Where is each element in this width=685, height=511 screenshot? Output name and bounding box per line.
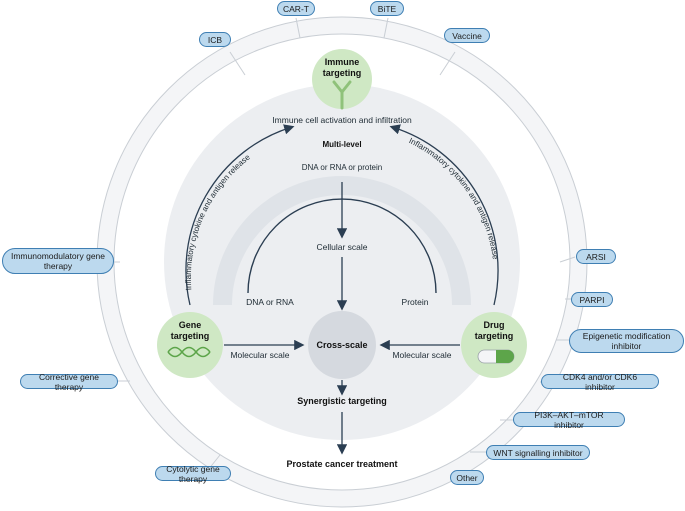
pill-arsi: ARSI bbox=[576, 249, 616, 264]
molecular-scale-right-label: Molecular scale bbox=[392, 350, 452, 360]
immune-node bbox=[312, 49, 372, 109]
pill-corrective: Corrective gene therapy bbox=[20, 372, 118, 392]
arrow-left-curve bbox=[185, 124, 295, 306]
pill-icb: ICB bbox=[199, 32, 231, 47]
pill-parpi: PARPI bbox=[571, 292, 613, 307]
dna-icon bbox=[167, 346, 211, 358]
dna-or-rna-label: DNA or RNA bbox=[246, 297, 294, 307]
pill-car-t: CAR-T bbox=[277, 1, 315, 16]
pill-bite: BiTE bbox=[370, 1, 404, 16]
gene-node bbox=[157, 312, 223, 378]
gene-targeting-title: Gene targeting bbox=[170, 320, 210, 341]
cellular-scale-label: Cellular scale bbox=[316, 242, 368, 252]
pill-epigenetic: Epigenetic modification inhibitor bbox=[569, 329, 684, 353]
multi-level-label: Multi-level bbox=[322, 140, 362, 149]
treatment-label: Prostate cancer treatment bbox=[286, 459, 398, 469]
pill-cdk: CDK4 and/or CDK6 inhibitor bbox=[541, 372, 659, 392]
pill-vaccine: Vaccine bbox=[444, 28, 490, 43]
cross-scale-disc bbox=[308, 311, 376, 379]
multi-level-band bbox=[213, 176, 471, 305]
pill-capsule-icon bbox=[477, 349, 515, 364]
immune-targeting-title: Immune targeting bbox=[322, 57, 362, 78]
pill-wnt: WNT signalling inhibitor bbox=[486, 445, 590, 460]
pill-pi3k: PI3K–AKT–mTOR inhibitor bbox=[513, 410, 625, 430]
pill-other: Other bbox=[450, 470, 484, 485]
synergistic-label: Synergistic targeting bbox=[297, 396, 387, 406]
pill-immunomodulatory: Immunomodulatory gene therapy bbox=[2, 248, 114, 274]
pill-cytolytic: Cytolytic gene therapy bbox=[155, 464, 231, 484]
antibody-icon bbox=[332, 80, 352, 110]
arrow-right-curve bbox=[389, 124, 499, 306]
immune-cell-label: Immune cell activation and infiltration bbox=[272, 115, 412, 125]
molecular-scale-left-label: Molecular scale bbox=[230, 350, 290, 360]
cross-scale-label: Cross-scale bbox=[316, 340, 368, 350]
dna-rna-protein-label: DNA or RNA or protein bbox=[301, 163, 383, 172]
protein-label: Protein bbox=[401, 297, 429, 307]
drug-targeting-title: Drug targeting bbox=[474, 320, 514, 341]
